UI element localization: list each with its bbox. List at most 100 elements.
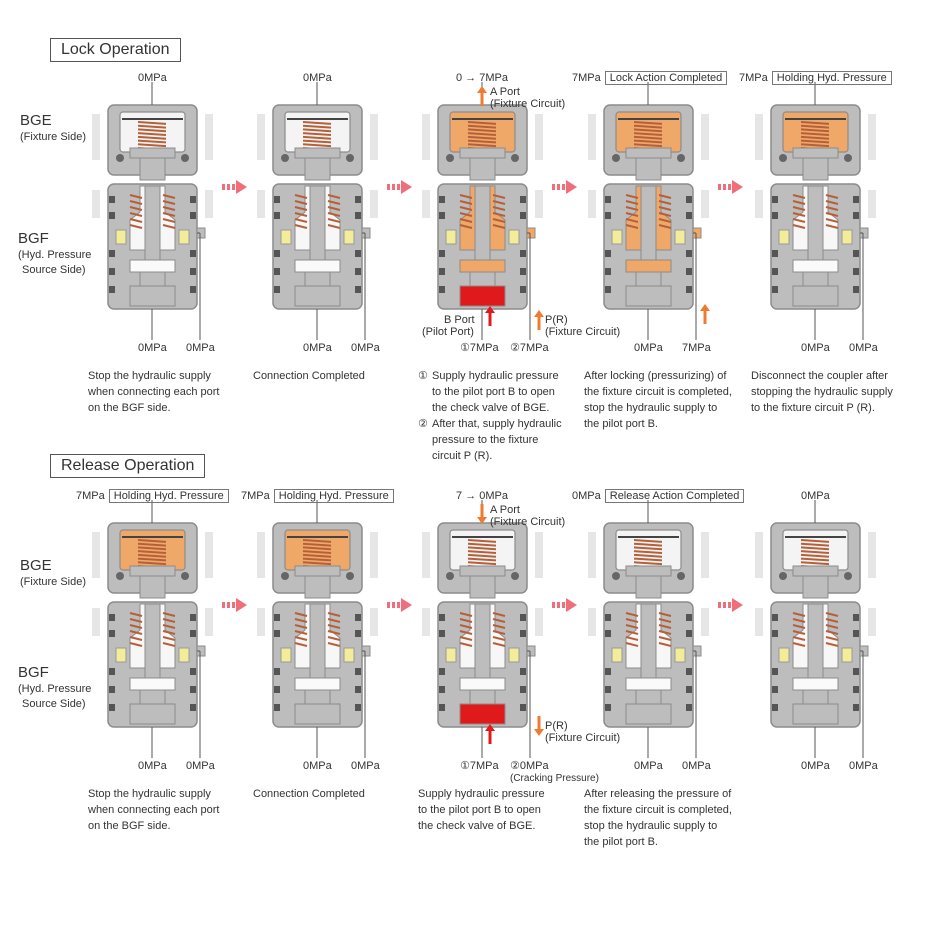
status-box: Lock Action Completed — [604, 71, 728, 85]
bottom-right-pressure: 0MPa — [351, 760, 380, 772]
description-line: After releasing the pressure of — [584, 788, 732, 800]
pressure-value: 0MPa — [572, 490, 601, 502]
step-arrow-icon — [222, 598, 247, 612]
bgf-name: BGF — [18, 664, 49, 681]
step-description: Disconnect the coupler after stopping the… — [751, 368, 921, 416]
description-line: circuit P (R). — [418, 448, 588, 464]
bgf-sub2: Source Side) — [22, 264, 86, 276]
coupler-diagram — [92, 500, 213, 758]
top-pressure-label: 0MPa — [801, 490, 830, 503]
step-arrow-icon — [222, 180, 247, 194]
bottom-right-pressure: 0MPa — [849, 342, 878, 354]
coupler-diagram — [588, 82, 709, 340]
cracking-pressure-note: (Cracking Pressure) — [510, 773, 599, 784]
step-number: ② — [418, 418, 428, 430]
coupler-diagram — [257, 82, 378, 340]
bge-label-release: BGE (Fixture Side) — [20, 557, 86, 590]
port-a-sub: (Fixture Circuit) — [490, 516, 566, 528]
bottom-left-pressure: 0MPa — [138, 760, 167, 772]
bottom-right-pressure: ②7MPa — [510, 342, 549, 354]
pressure-value: 7MPa — [241, 490, 270, 502]
pilot-chamber — [459, 703, 506, 725]
coupler-diagram — [588, 500, 709, 758]
pressure-value: 0MPa — [138, 72, 167, 84]
description-line: on the BGF side. — [88, 402, 171, 414]
description-text: circuit P (R). — [432, 450, 493, 462]
description-line: stopping the hydraulic supply — [751, 386, 893, 398]
coupler-diagram — [422, 82, 543, 340]
description-line: to the pilot port B to open — [418, 804, 541, 816]
description-line: stop the hydraulic supply to — [584, 402, 718, 414]
pressure-value: 7MPa — [76, 490, 105, 502]
pilot-chamber — [625, 285, 672, 307]
port-a-label: A Port — [490, 86, 520, 98]
pressure-value: 0MPa — [303, 72, 332, 84]
step-arrow-icon — [718, 598, 743, 612]
arrow-up-icon — [485, 306, 495, 326]
status-box: Release Action Completed — [604, 489, 745, 503]
description-line: to the pilot port B to open — [418, 384, 588, 400]
step-arrow-icon — [387, 180, 412, 194]
pilot-chamber — [459, 285, 506, 307]
pilot-chamber — [294, 703, 341, 725]
bgf-label-release: BGF (Hyd. Pressure Source Side) — [18, 664, 91, 712]
step-description: Connection Completed — [253, 786, 423, 802]
bge-label: BGE (Fixture Side) — [20, 112, 86, 145]
bottom-left-pressure: 0MPa — [634, 760, 663, 772]
release-operation-title: Release Operation — [50, 454, 206, 478]
coupler-diagram — [257, 500, 378, 758]
step-description: After releasing the pressure of the fixtu… — [584, 786, 754, 850]
pressure-value: 7 → 0MPa — [456, 490, 508, 502]
bgf-name: BGF — [18, 230, 49, 247]
step-arrow-icon — [552, 598, 577, 612]
pilot-chamber — [792, 285, 839, 307]
description-line: the check valve of BGE. — [418, 820, 536, 832]
pressure-value: 7MPa — [572, 72, 601, 84]
bottom-right-pressure: 0MPa — [186, 760, 215, 772]
description-line: when connecting each port — [88, 386, 220, 398]
bgf-sub1: (Hyd. Pressure — [18, 249, 92, 261]
port-p-label: P(R) — [545, 720, 568, 732]
description-line: the pilot port B. — [584, 418, 658, 430]
port-p-label: P(R) — [545, 314, 568, 326]
status-box: Holding Hyd. Pressure — [771, 71, 892, 85]
pressure-value: 0 → 7MPa — [456, 72, 508, 84]
pilot-chamber — [625, 703, 672, 725]
bottom-right-pressure: 7MPa — [682, 342, 711, 354]
description-line: Disconnect the coupler after — [751, 370, 888, 382]
bottom-left-pressure: 0MPa — [138, 342, 167, 354]
coupler-diagram — [755, 500, 876, 758]
bottom-right-pressure: 0MPa — [351, 342, 380, 354]
description-text: Supply hydraulic pressure — [432, 370, 559, 382]
arrow-up-icon — [485, 724, 495, 744]
bottom-left-pressure: ①7MPa — [460, 342, 499, 354]
arrow-up-icon — [700, 304, 710, 324]
pilot-chamber — [129, 285, 176, 307]
bottom-left-pressure: 0MPa — [303, 342, 332, 354]
bottom-left-pressure: ①7MPa — [460, 760, 499, 772]
pilot-chamber — [792, 703, 839, 725]
bge-name: BGE — [20, 112, 52, 129]
description-text: the check valve of BGE. — [432, 402, 550, 414]
description-line: the fixture circuit is completed, — [584, 804, 732, 816]
step-arrow-icon — [718, 180, 743, 194]
status-box: Holding Hyd. Pressure — [108, 489, 229, 503]
bottom-right-pressure: ②0MPa — [510, 760, 549, 772]
pressure-value: 7MPa — [739, 72, 768, 84]
pressure-value: 0MPa — [801, 490, 830, 502]
description-text: pressure to the fixture — [432, 434, 539, 446]
description-line: Supply hydraulic pressure — [418, 788, 545, 800]
port-p-sub: (Fixture Circuit) — [545, 732, 621, 744]
bge-sub: (Fixture Side) — [20, 576, 87, 588]
port-b-label: B Port — [444, 314, 475, 326]
arrow-down-icon — [534, 716, 544, 736]
pilot-chamber — [129, 703, 176, 725]
coupler-diagram — [92, 82, 213, 340]
bge-name: BGE — [20, 557, 52, 574]
bgf-label: BGF (Hyd. Pressure Source Side) — [18, 230, 91, 278]
